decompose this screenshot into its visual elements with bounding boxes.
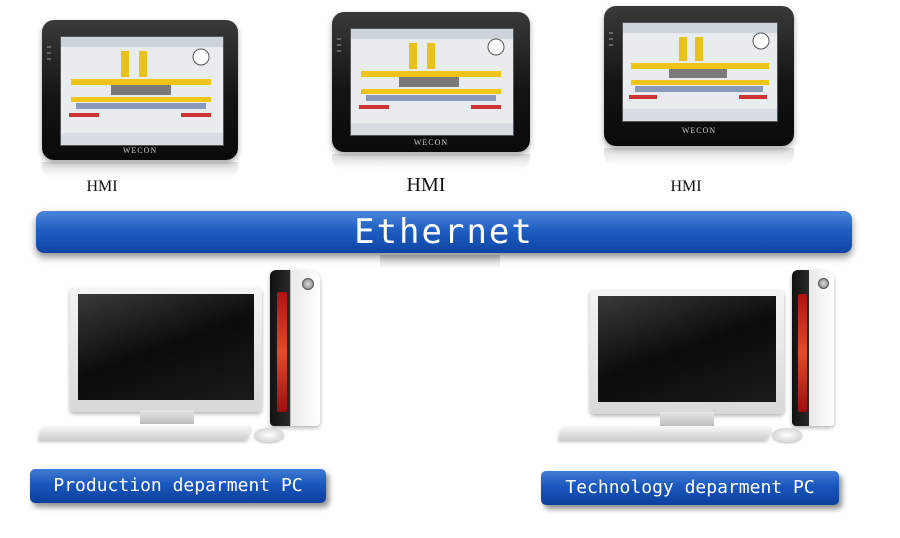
ethernet-bus: Ethernet bbox=[36, 211, 852, 253]
tower-accent-stripe bbox=[277, 292, 287, 412]
hmi-panel-3: WECON bbox=[604, 6, 794, 146]
monitor bbox=[590, 290, 784, 414]
monitor-stand bbox=[140, 410, 194, 424]
keyboard bbox=[37, 426, 253, 440]
hmi-brand-2: WECON bbox=[413, 138, 449, 147]
monitor bbox=[70, 288, 262, 412]
monitor-stand bbox=[660, 412, 714, 426]
mouse bbox=[254, 428, 284, 442]
hmi-panel-1: WECON bbox=[42, 20, 238, 160]
hmi-screen-1 bbox=[60, 36, 224, 146]
mouse bbox=[772, 428, 802, 442]
hmi-side-buttons bbox=[337, 34, 342, 56]
tower-accent-stripe bbox=[798, 294, 807, 412]
pc-label-technology: Technology deparment PC bbox=[541, 471, 839, 505]
hmi-process-graphic bbox=[351, 29, 513, 135]
hmi-panel-2: WECON bbox=[332, 12, 530, 152]
monitor-screen bbox=[598, 296, 776, 402]
pc-tower bbox=[270, 270, 320, 426]
hmi-process-graphic bbox=[61, 37, 223, 145]
monitor-screen bbox=[78, 294, 254, 400]
ethernet-reflection bbox=[380, 255, 500, 269]
hmi-screen-3 bbox=[622, 22, 778, 122]
hmi-side-buttons bbox=[609, 28, 614, 50]
hmi-label-3: HMI bbox=[670, 178, 702, 195]
hmi-brand-1: WECON bbox=[122, 146, 158, 155]
pc-label-production: Production deparment PC bbox=[30, 469, 326, 503]
power-button-icon bbox=[818, 278, 829, 289]
hmi-screen-2 bbox=[350, 28, 514, 136]
ethernet-label: Ethernet bbox=[354, 212, 534, 252]
pc-tower bbox=[792, 270, 834, 426]
hmi-process-graphic bbox=[623, 23, 777, 121]
hmi-label-1: HMI bbox=[86, 178, 118, 195]
keyboard bbox=[557, 426, 773, 440]
hmi-side-buttons bbox=[47, 42, 52, 64]
hmi-reflection-2 bbox=[332, 154, 530, 170]
hmi-reflection-1 bbox=[42, 162, 238, 178]
hmi-reflection-3 bbox=[604, 148, 794, 166]
hmi-brand-3: WECON bbox=[681, 126, 717, 135]
hmi-label-2: HMI bbox=[406, 174, 446, 196]
power-button-icon bbox=[302, 278, 314, 290]
